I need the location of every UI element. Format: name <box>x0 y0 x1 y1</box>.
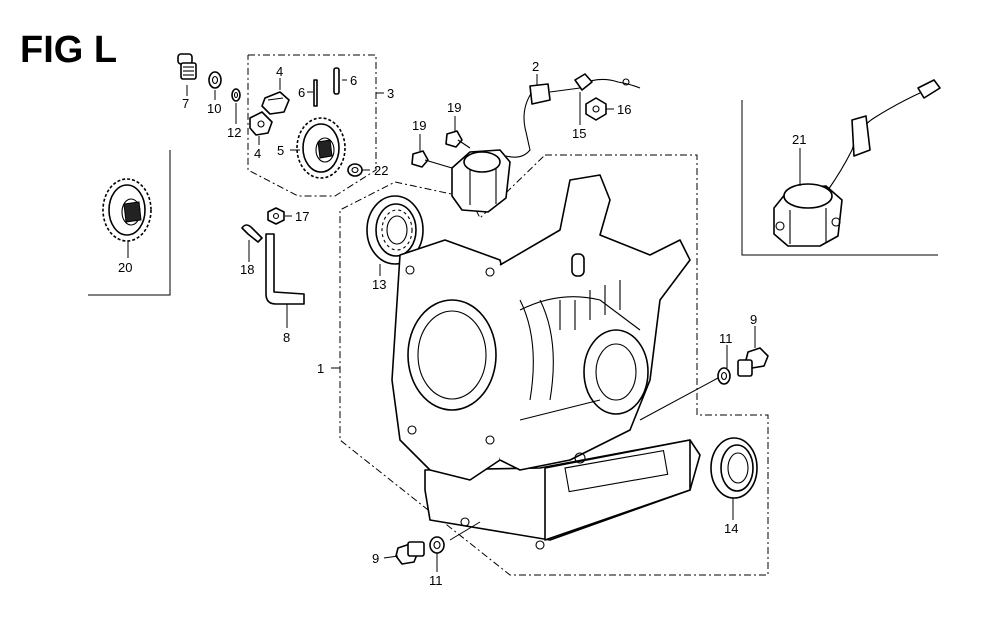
callout-15: 15 <box>572 126 586 141</box>
callout-7: 7 <box>182 96 189 111</box>
bolt-part-9-right <box>737 347 769 377</box>
callout-12: 12 <box>227 125 241 140</box>
callout-labels: 1 2 3 4 4 5 6 6 7 8 9 9 10 11 11 12 13 1… <box>118 59 806 588</box>
oil-seal-part-14 <box>710 437 758 499</box>
bearing-part-13 <box>366 195 424 265</box>
callout-13: 13 <box>372 277 386 292</box>
governor-weight-part-4 <box>249 111 273 136</box>
oil-switch-part-21 <box>773 79 941 247</box>
clip-part-18 <box>241 224 263 243</box>
callout-3: 3 <box>387 86 394 101</box>
callout-1: 1 <box>317 361 324 376</box>
oil-switch-body <box>451 149 511 213</box>
callout-22: 22 <box>374 163 388 178</box>
inset-frame-right <box>741 100 938 256</box>
callout-9b: 9 <box>372 551 379 566</box>
washer-part-12 <box>231 88 241 102</box>
bolt-part-19b <box>411 150 453 169</box>
callout-19b: 19 <box>412 118 426 133</box>
callout-19a: 19 <box>447 100 461 115</box>
governor-group-frame <box>247 54 377 197</box>
callout-10: 10 <box>207 101 221 116</box>
callout-6a: 6 <box>298 85 305 100</box>
callout-5: 5 <box>277 143 284 158</box>
callout-6b: 6 <box>350 73 357 88</box>
governor-holder-part-4 <box>261 91 290 115</box>
nut-part-16 <box>585 97 607 121</box>
governor-pin-part-6a <box>313 79 318 107</box>
inset-frame-left <box>88 150 171 296</box>
callout-18: 18 <box>240 262 254 277</box>
washer-part-11-bottom <box>429 536 445 554</box>
callout-4a: 4 <box>276 64 283 79</box>
callout-8: 8 <box>283 330 290 345</box>
callout-11b: 11 <box>429 573 443 588</box>
callout-2: 2 <box>532 59 539 74</box>
leader-lines <box>127 74 801 572</box>
callout-20: 20 <box>118 260 132 275</box>
oil-switch-part-2 <box>505 73 641 158</box>
crankcase-part-1 <box>391 174 701 550</box>
callout-14: 14 <box>724 521 738 536</box>
callout-4b: 4 <box>254 146 261 161</box>
callout-9a: 9 <box>750 312 757 327</box>
callout-17: 17 <box>295 209 309 224</box>
washer-part-22 <box>347 163 363 177</box>
nut-part-17 <box>267 207 285 225</box>
callout-11a: 11 <box>719 331 733 346</box>
washer-part-11-right <box>717 367 731 385</box>
callout-16: 16 <box>617 102 631 117</box>
gear-part-20 <box>102 178 152 242</box>
figure-title: FIG L <box>20 29 117 71</box>
governor-gear-part-5 <box>296 117 346 179</box>
callout-21: 21 <box>792 132 806 147</box>
governor-arm-part-8 <box>265 233 305 305</box>
bolt-part-19a <box>445 130 471 149</box>
washer-part-10 <box>208 71 222 89</box>
bolt-part-7 <box>177 53 197 80</box>
bolt-part-9-bottom <box>395 541 425 565</box>
governor-pin-part-6b <box>333 67 340 95</box>
